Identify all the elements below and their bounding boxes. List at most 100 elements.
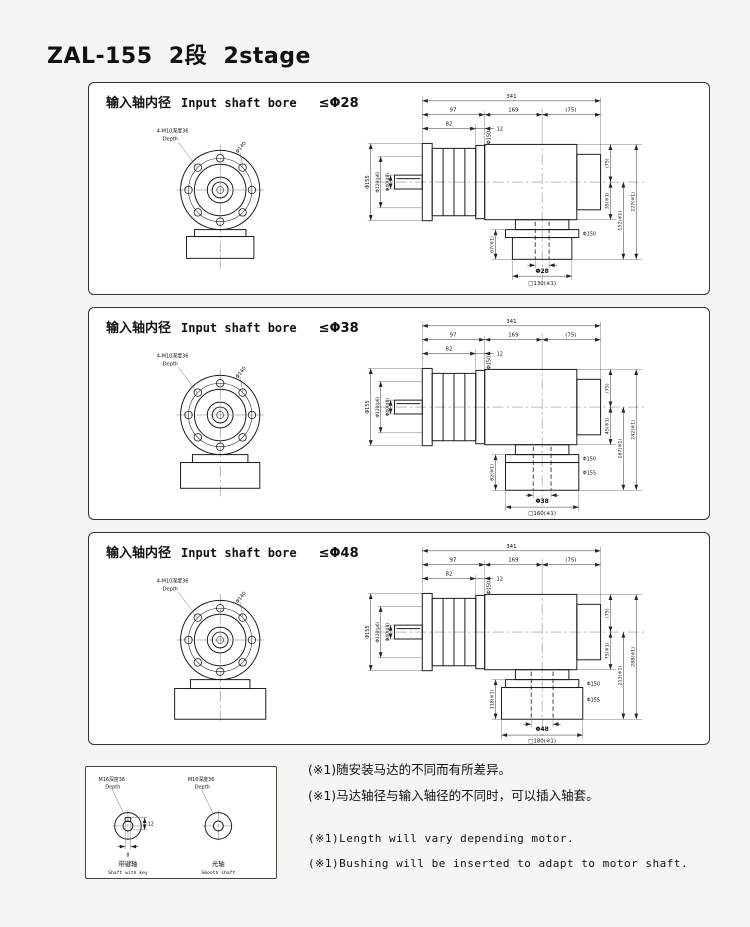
front-view — [180, 374, 261, 489]
panel-header: 输入轴内径 Input shaft bore ≤Φ28 — [106, 92, 359, 111]
dim-flange-thickness: 12 — [497, 127, 503, 133]
dim-seg-mid: 169 — [508, 558, 519, 564]
bore-hidden-lines — [530, 671, 554, 720]
dim-body-length: 82 — [446, 122, 453, 128]
dim-seg-right: (75) — [565, 108, 576, 114]
dim-output-flange-dia: Φ150 — [587, 682, 600, 688]
dim-seg-mid: 169 — [508, 108, 519, 114]
dim-seg-input: 97 — [450, 108, 457, 114]
note-cn-1: (※1)随安装马达的不同而有所差异。 — [308, 762, 512, 777]
centerlines — [176, 359, 647, 515]
dim-square-size: □160(※1) — [528, 511, 556, 517]
shaft-with-key-label-cn: 带键轴 — [118, 859, 137, 868]
dim-output-flange-dia: Φ150 — [583, 457, 596, 463]
dim-output-flange-dia: Φ150 — [583, 232, 596, 238]
technical-drawing-38: 341 97 169 (75) 82 12 Φ150 Φ155 Φ120(p6)… — [157, 319, 647, 517]
dim-output-height: 67(※1) — [490, 236, 496, 253]
dim-total-height: 242(※1) — [630, 420, 636, 440]
dim-flange-thickness: 12 — [497, 577, 503, 583]
centerlines — [112, 810, 235, 842]
front-depth-label: Depth — [163, 361, 178, 367]
bore-size-value: ≤Φ38 — [318, 321, 359, 336]
dim-output-adapter-dia: Φ155 — [587, 697, 600, 703]
dimension-lines — [117, 817, 147, 849]
dim-square-size: □130(※1) — [528, 281, 556, 287]
dimension-lines — [368, 323, 639, 509]
dim-seg-mid: 169 — [508, 333, 519, 339]
input-bore-label-cn: 输入轴内径 — [106, 321, 172, 336]
dim-total: 341 — [506, 544, 516, 550]
dim-shaft-bore-dia: Φ40(d8) — [385, 623, 391, 642]
shaft-with-key-label-en: Shaft with key — [108, 870, 148, 876]
extension-lines — [112, 789, 214, 850]
dim-mid-height: 152(※1) — [617, 211, 623, 231]
right-depth-label: Depth — [195, 785, 210, 791]
dim-seg-right: (75) — [565, 333, 576, 339]
side-view — [394, 592, 602, 720]
dim-shaft-bore-dia: Φ40(d8) — [385, 173, 391, 192]
right-thread-note: M16深度36 — [188, 776, 215, 783]
shaft-type-drawing: M16深度36 Depth 12 8 带键轴 Shaft with key M1… — [98, 776, 235, 876]
front-bolt-circle-dia: Φ140 — [235, 591, 248, 605]
panel-bore-28: 输入轴内径 Input shaft bore ≤Φ28 — [88, 82, 710, 295]
dim-bore-dia: Φ48 — [535, 726, 548, 733]
front-view — [180, 149, 261, 259]
panel-bore-48: 输入轴内径 Input shaft bore ≤Φ48 — [88, 532, 710, 745]
dim-housing-dia: Φ155 — [365, 400, 371, 413]
dim-mid-height: 213(※1) — [617, 666, 623, 686]
dimension-labels: 341 97 169 (75) 82 12 Φ150 Φ155 Φ120(p6)… — [157, 544, 636, 744]
input-bore-label-cn: 输入轴内径 — [106, 96, 172, 111]
dim-total-height: 227(※1) — [630, 192, 636, 212]
bore-size-value: ≤Φ48 — [318, 546, 359, 561]
dim-lower-height: 45(※1) — [605, 417, 611, 434]
smooth-shaft-label-en: Smooth shaft — [201, 870, 235, 876]
front-bolt-note: 4-M10深度36 — [157, 128, 189, 135]
shaft-type-box: M16深度36 Depth 12 8 带键轴 Shaft with key M1… — [85, 766, 277, 879]
note-en-2: (※1)Bushing will be inserted to adapt to… — [308, 856, 689, 870]
dim-output-height: 118(※1) — [490, 689, 496, 709]
centerlines — [176, 134, 647, 288]
dim-lower-height: 75(※1) — [605, 642, 611, 659]
note-cn-2: (※1)马达轴径与输入轴径的不同时，可以插入轴套。 — [308, 788, 599, 804]
front-bolt-note: 4-M10深度36 — [157, 578, 189, 585]
dim-upper-height: (75) — [605, 158, 611, 168]
dim-flange-dia: Φ150 — [487, 356, 493, 369]
dim-housing-dia: Φ155 — [365, 625, 371, 638]
dim-lower-height: 35(※1) — [605, 192, 611, 209]
dim-body-length: 82 — [446, 572, 453, 578]
dim-seg-input: 97 — [450, 333, 457, 339]
dimension-lines — [368, 548, 639, 737]
dim-pilot-dia: Φ120(p6) — [375, 171, 381, 192]
shaft-sections — [114, 812, 233, 840]
technical-drawing-48: 341 97 169 (75) 82 12 Φ150 Φ155 Φ120(p6)… — [157, 544, 647, 744]
input-bore-label-en: Input shaft bore — [181, 321, 297, 335]
dim-upper-height: (75) — [605, 383, 611, 393]
front-bolt-circle-dia: Φ140 — [235, 141, 248, 155]
dim-square-size: □180(※1) — [528, 739, 556, 744]
front-depth-label: Depth — [163, 586, 178, 592]
centerlines — [176, 584, 647, 741]
dim-pilot-dia: Φ120(p6) — [375, 396, 381, 417]
front-bolt-circle-dia: Φ140 — [235, 366, 248, 380]
dim-flange-dia: Φ150 — [487, 131, 493, 144]
extension-lines — [178, 546, 643, 740]
panel-header: 输入轴内径 Input shaft bore ≤Φ38 — [106, 317, 359, 336]
footnotes: (※1)随安装马达的不同而有所差异。 (※1)马达轴径与输入轴径的不同时，可以插… — [308, 763, 728, 882]
side-view — [394, 142, 602, 260]
bore-hidden-lines — [532, 446, 552, 491]
dim-mid-height: 167(※1) — [617, 439, 623, 459]
technical-drawing-28: 341 97 169 (75) 82 12 Φ150 Φ155 Φ120(p6)… — [157, 94, 647, 288]
dim-pilot-dia: Φ120(p6) — [375, 621, 381, 642]
dim-shaft-bore-dia: Φ40(d8) — [385, 398, 391, 417]
bore-size-value: ≤Φ28 — [318, 96, 359, 111]
left-depth-label: Depth — [105, 785, 120, 791]
key-height-dim: 8 — [126, 852, 129, 858]
input-bore-label-en: Input shaft bore — [181, 546, 297, 560]
dim-output-height: 82(※1) — [490, 464, 496, 481]
left-thread-note: M16深度36 — [98, 776, 125, 783]
dim-bore-dia: Φ38 — [535, 498, 548, 505]
dim-total-height: 288(※1) — [630, 647, 636, 667]
dimension-lines — [368, 98, 639, 279]
dim-upper-height: (75) — [605, 608, 611, 618]
page-title: ZAL-155 2段 2stage — [47, 44, 311, 69]
